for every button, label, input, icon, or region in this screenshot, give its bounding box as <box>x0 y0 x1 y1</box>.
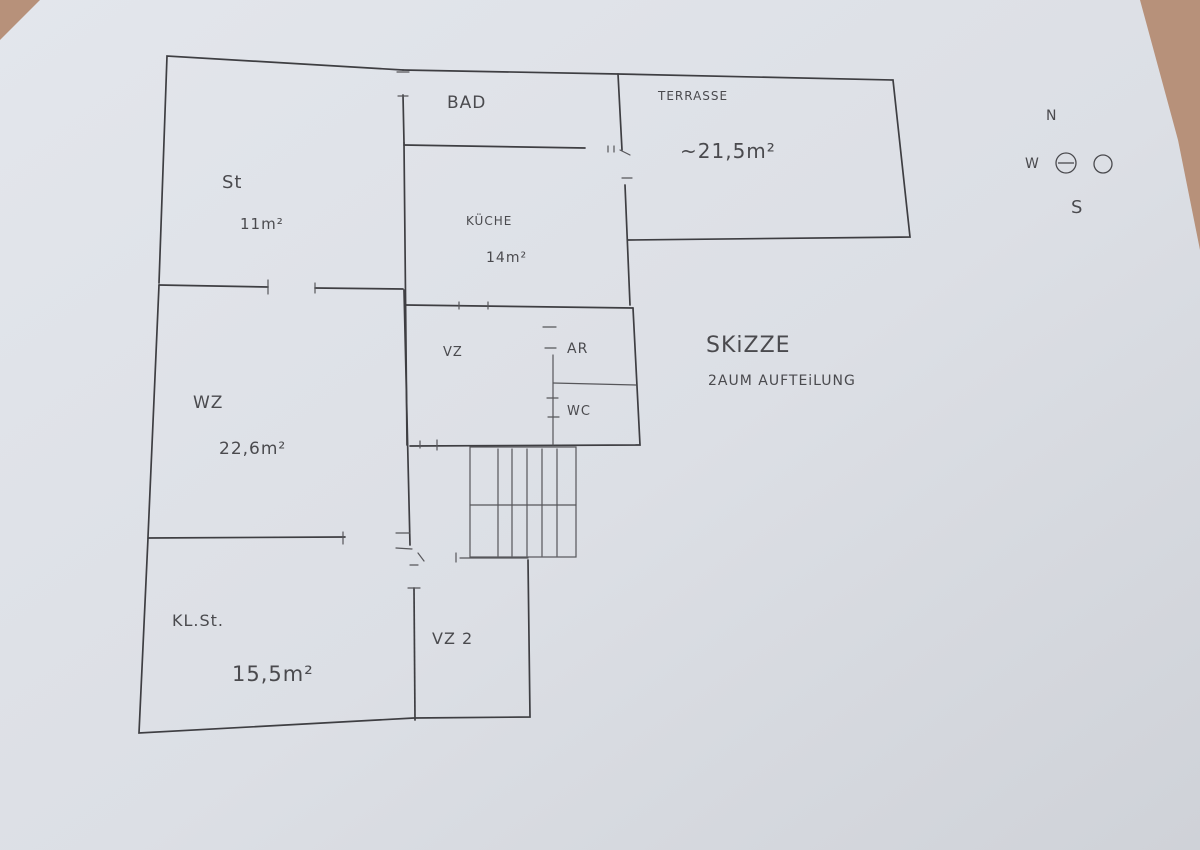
klst-label: KL.St. <box>172 611 224 630</box>
wall-bad-top <box>402 69 911 241</box>
sketch-title-line1: SKiZZE <box>706 333 791 358</box>
compass-north-label: N <box>1046 108 1057 124</box>
wc-label: WC <box>567 404 591 419</box>
wall-wz-left <box>147 284 160 538</box>
sketch-title: SKiZZE 2AUM AUFTEiLUNG <box>706 333 856 389</box>
wall-wz-right <box>403 289 411 546</box>
wall-st-bottom-a <box>158 284 269 288</box>
wall-bad-left <box>402 94 405 144</box>
floor-plan: BAD TERRASSE ~21,5m² St 11m² KÜCHE 14m² … <box>138 55 911 734</box>
klst-area: 15,5m² <box>232 662 314 686</box>
wall-wz-bottom <box>147 536 346 539</box>
compass-rose: N W S <box>1025 108 1113 218</box>
staircase <box>469 446 577 558</box>
wz-label: WZ <box>193 393 223 413</box>
terrasse-area: ~21,5m² <box>680 139 776 163</box>
compass-east-icon <box>1093 154 1113 174</box>
wall-klst <box>138 537 531 734</box>
kueche-area: 14m² <box>486 250 527 266</box>
wall-klst-vz2 <box>413 587 416 721</box>
wall-kueche-right <box>624 184 631 306</box>
wall-st-bottom-b <box>314 287 404 290</box>
vz2-label: VZ 2 <box>432 629 473 648</box>
door-markers <box>267 71 633 589</box>
wall-ar-wc-divider <box>552 382 637 386</box>
vz-label: VZ <box>443 345 463 360</box>
kueche-label: KÜCHE <box>466 212 512 228</box>
compass-center-icon <box>1055 152 1077 174</box>
compass-west-label: W <box>1025 156 1040 172</box>
sketch-title-line2: 2AUM AUFTEiLUNG <box>708 373 856 389</box>
terrasse-label: TERRASSE <box>657 89 728 103</box>
st-label: St <box>222 172 242 193</box>
wall-kueche-bottom <box>405 304 634 309</box>
bad-label: BAD <box>447 93 486 113</box>
wall-st <box>158 55 404 284</box>
wz-area: 22,6m² <box>219 439 286 459</box>
st-area: 11m² <box>240 215 284 233</box>
wall-bad-terrasse <box>617 73 623 151</box>
ar-label: AR <box>567 341 588 357</box>
wall-bad-bottom <box>403 144 586 149</box>
wall-ar-wc <box>409 307 641 447</box>
compass-south-label: S <box>1071 197 1083 218</box>
